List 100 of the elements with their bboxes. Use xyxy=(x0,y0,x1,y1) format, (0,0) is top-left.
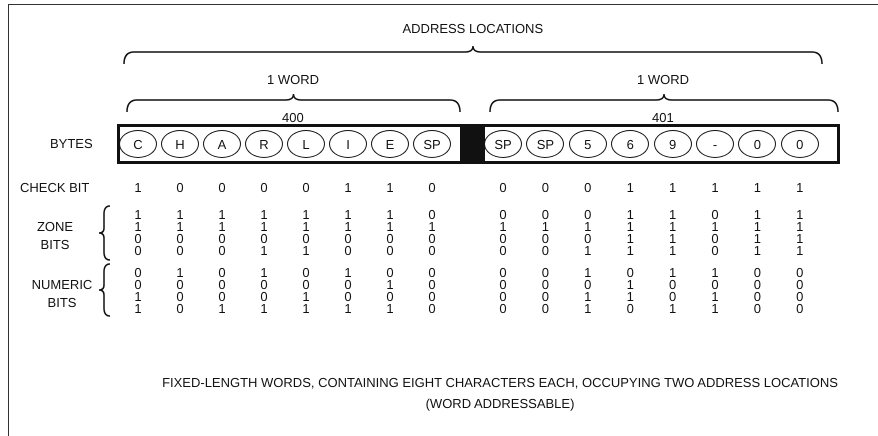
bit-digit: 1 xyxy=(301,244,311,258)
bit-digit: 1 xyxy=(583,290,592,304)
bit-digit: 0 xyxy=(385,232,395,246)
bit-digit: 0 xyxy=(175,181,185,195)
bit-digit: 1 xyxy=(259,302,269,316)
byte-circle: H xyxy=(161,130,199,158)
bit-digit: 0 xyxy=(175,302,185,316)
bit-digit: 1 xyxy=(626,220,635,234)
byte-circle: 0 xyxy=(780,130,819,158)
bit-digit: 1 xyxy=(626,290,635,304)
bit-digit: 0 xyxy=(133,266,143,280)
word-box xyxy=(117,124,463,164)
bit-digit: 1 xyxy=(498,220,508,234)
heading-label: ADDRESS LOCATIONS xyxy=(402,22,544,36)
bit-digit: 0 xyxy=(498,232,508,246)
bit-digit: 1 xyxy=(626,208,635,222)
bit-digit: 0 xyxy=(795,278,804,292)
bit-digit: 0 xyxy=(427,302,437,316)
bit-digit: 1 xyxy=(626,278,635,292)
bit-digit: 1 xyxy=(710,302,720,316)
bit-digit: 0 xyxy=(626,266,635,280)
bit-digit: 1 xyxy=(343,302,353,316)
bit-digit: 0 xyxy=(259,181,269,195)
byte-circle: R xyxy=(245,130,283,158)
bit-digit: 0 xyxy=(175,278,185,292)
row-label: NUMERIC BITS xyxy=(30,276,94,312)
bit-digit: 1 xyxy=(259,266,269,280)
byte-circle: 0 xyxy=(738,130,776,158)
bit-digit: 1 xyxy=(710,181,720,195)
bit-digit: 0 xyxy=(668,290,678,304)
bit-digit: 1 xyxy=(343,208,353,222)
byte-circle: E xyxy=(371,130,409,158)
row-label: CHECK BIT xyxy=(20,181,90,195)
bit-digit: 1 xyxy=(752,220,762,234)
bit-digit: 1 xyxy=(626,181,635,195)
heading-label: 1 WORD xyxy=(267,73,319,87)
bit-digit: 0 xyxy=(583,232,592,246)
byte-circle: SP xyxy=(526,130,564,158)
bit-digit: 0 xyxy=(752,290,762,304)
bit-digit: 1 xyxy=(259,244,269,258)
bit-digit: 0 xyxy=(217,181,227,195)
bit-digit: 0 xyxy=(540,232,550,246)
bit-digit: 0 xyxy=(583,278,592,292)
bit-digit: 1 xyxy=(175,220,185,234)
bit-digit: 1 xyxy=(752,232,762,246)
bit-digit: 1 xyxy=(175,266,185,280)
bit-digit: 1 xyxy=(301,302,311,316)
bit-digit: 1 xyxy=(710,290,720,304)
bit-digit: 1 xyxy=(385,278,395,292)
byte-circle: L xyxy=(287,130,325,158)
bit-digit: 0 xyxy=(217,278,227,292)
byte-circle: 6 xyxy=(611,130,650,158)
bit-digit: 0 xyxy=(710,244,720,258)
bit-digit: 1 xyxy=(668,208,678,222)
bit-digit: 1 xyxy=(343,266,353,280)
bit-digit: 1 xyxy=(301,220,311,234)
bit-digit: 1 xyxy=(175,208,185,222)
caption: FIXED-LENGTH WORDS, CONTAINING EIGHT CHARACTERS EACH, OCCUPYING TWO ADDRESS LOCATIONS (WORD ADDRESSABLE) xyxy=(161,374,839,413)
word-box xyxy=(482,124,840,164)
bit-digit: 0 xyxy=(301,181,311,195)
bit-digit: 0 xyxy=(259,290,269,304)
bit-digit: 0 xyxy=(752,278,762,292)
bit-digit: 0 xyxy=(259,278,269,292)
bit-digit: 0 xyxy=(343,278,353,292)
bit-digit: 0 xyxy=(498,244,508,258)
bit-digit: 0 xyxy=(795,302,804,316)
bit-digit: 0 xyxy=(343,290,353,304)
bit-digit: 0 xyxy=(540,266,550,280)
bit-digit: 1 xyxy=(752,244,762,258)
bit-digit: 1 xyxy=(343,220,353,234)
bit-digit: 0 xyxy=(710,208,720,222)
bit-digit: 1 xyxy=(259,208,269,222)
bit-digit: 0 xyxy=(498,290,508,304)
bit-digit: 0 xyxy=(540,290,550,304)
bit-digit: 1 xyxy=(668,232,678,246)
bit-digit: 0 xyxy=(427,244,437,258)
heading-label: 1 WORD xyxy=(637,73,689,87)
byte-circle: SP xyxy=(413,130,451,158)
byte-circle: A xyxy=(203,130,241,158)
bit-digit: 1 xyxy=(133,302,143,316)
bit-digit: 0 xyxy=(259,232,269,246)
bit-digit: 1 xyxy=(133,181,143,195)
bit-digit: 1 xyxy=(795,208,804,222)
bit-digit: 1 xyxy=(795,181,804,195)
bit-digit: 0 xyxy=(301,266,311,280)
bit-digit: 0 xyxy=(427,181,437,195)
bit-digit: 0 xyxy=(795,266,804,280)
bit-digit: 0 xyxy=(385,244,395,258)
bit-digit: 1 xyxy=(217,302,227,316)
bit-digit: 1 xyxy=(385,181,395,195)
bit-digit: 1 xyxy=(217,208,227,222)
bit-digit: 1 xyxy=(583,266,592,280)
bit-digit: 0 xyxy=(133,278,143,292)
bit-digit: 1 xyxy=(583,220,592,234)
bit-digit: 1 xyxy=(710,266,720,280)
address-number: 401 xyxy=(652,111,674,125)
bit-digit: 1 xyxy=(795,244,804,258)
byte-circle: SP xyxy=(484,130,522,158)
bit-digit: 0 xyxy=(540,278,550,292)
bit-digit: 0 xyxy=(427,208,437,222)
